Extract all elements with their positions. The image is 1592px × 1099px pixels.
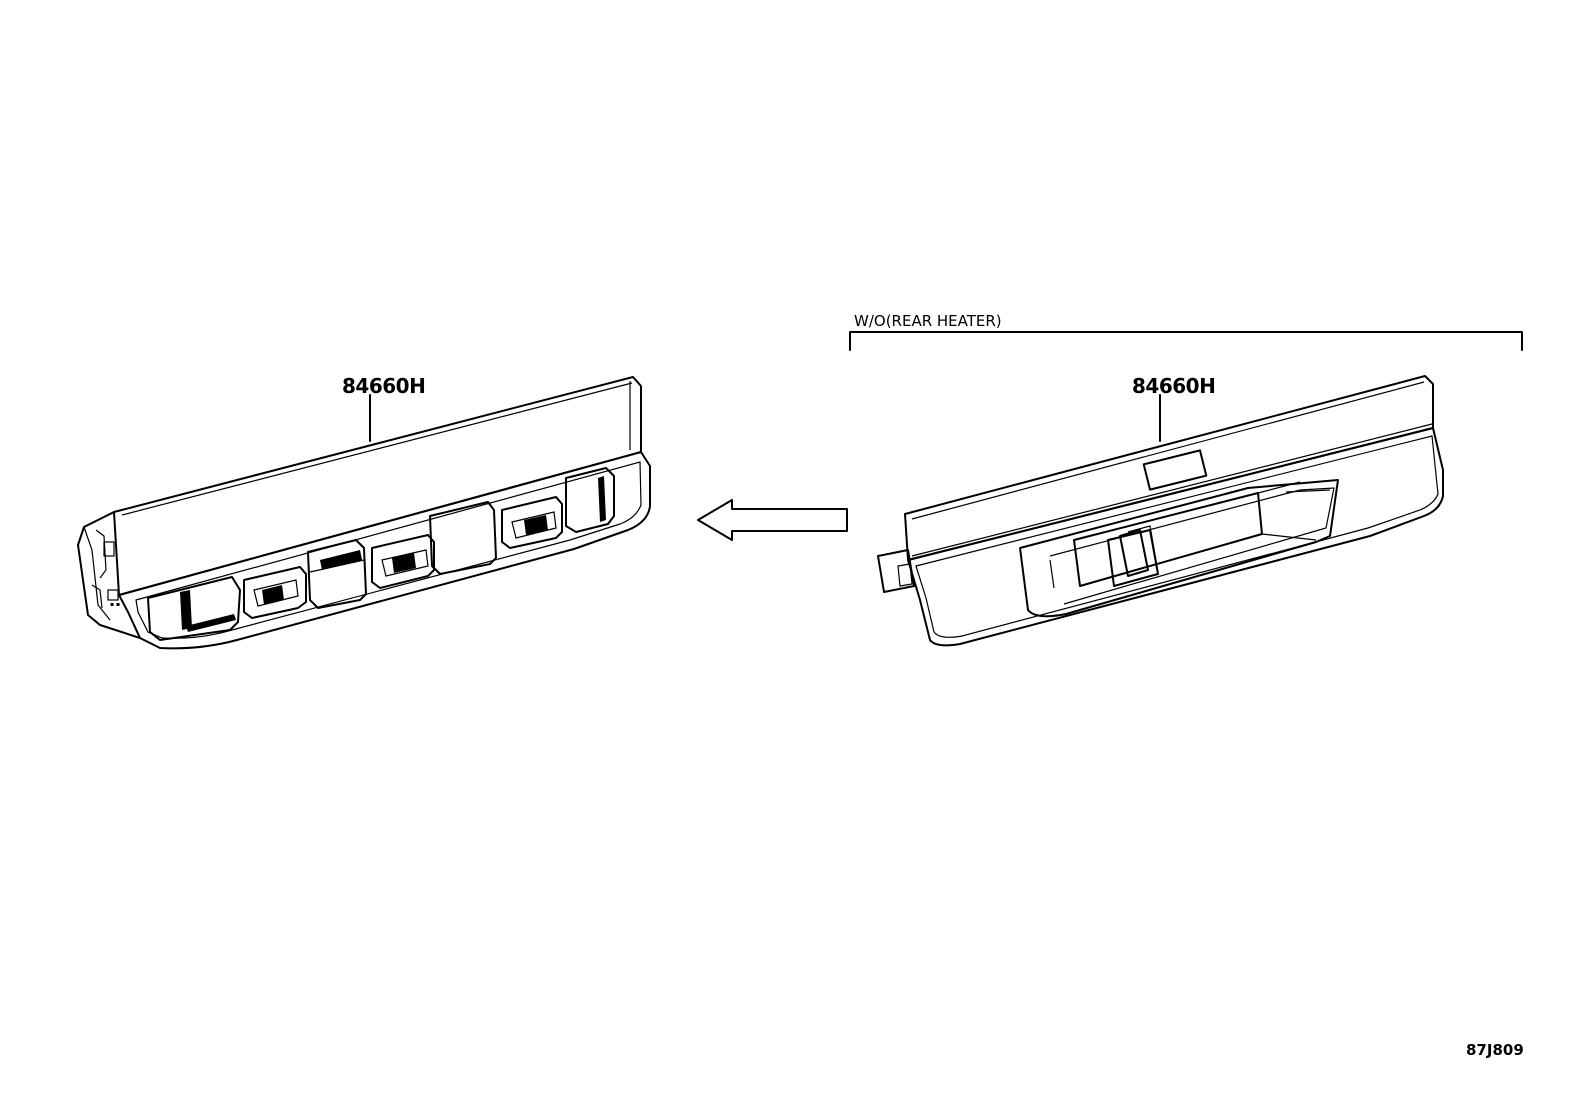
right-part-number: 84660H — [1132, 374, 1215, 398]
condition-note: W/O(REAR HEATER) — [854, 312, 1002, 330]
switch-panel-blank — [877, 375, 1444, 647]
diagram-code: 87J809 — [1466, 1041, 1524, 1059]
svg-text:▪ ▪: ▪ ▪ — [110, 601, 120, 608]
left-part-number: 84660H — [342, 374, 425, 398]
left-arrow-icon — [697, 499, 848, 541]
switch-panel-with-buttons: ▪ ▪ — [77, 376, 651, 650]
condition-bracket — [849, 331, 1523, 351]
